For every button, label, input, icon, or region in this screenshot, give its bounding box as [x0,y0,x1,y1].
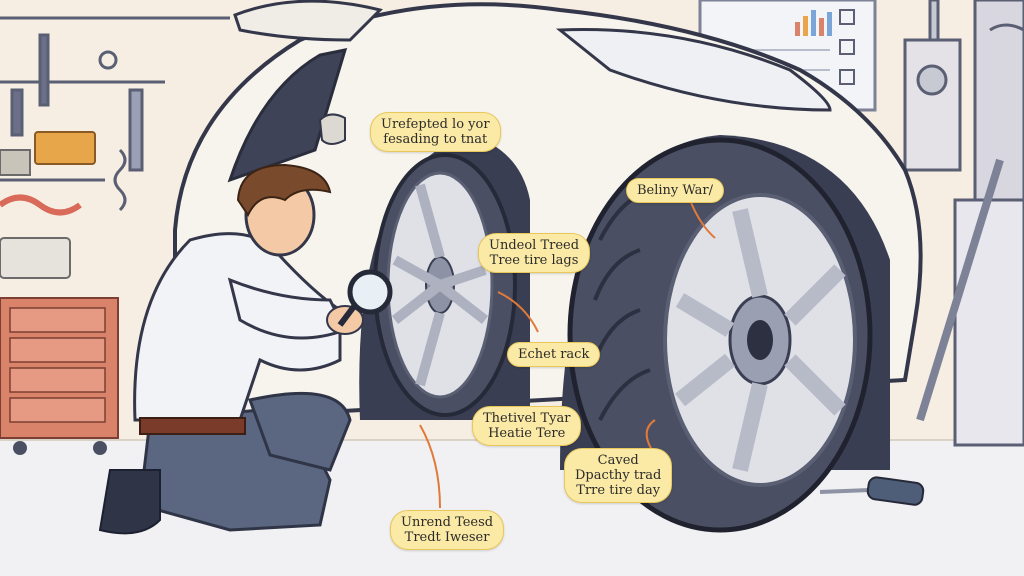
callout-7-line-1: Unrend Teesd [401,515,494,530]
callout-4: Echet rack [507,342,601,367]
callout-1: Urefepted lo yor fesading to tnat [370,112,501,152]
callout-7-line-2: Tredt Iweser [404,530,490,545]
car-window [227,48,348,183]
screwdriver-icon [819,476,925,506]
tool-cabinet [0,297,119,455]
callout-3: Undeol Treed Tree tire lags [478,233,591,273]
callout-6-line-3: Trre tire day [576,483,661,498]
red-tool [0,194,82,216]
callout-3-line-2: Tree tire lags [489,253,579,268]
magnifying-glass-icon [347,269,393,315]
callout-6-line-2: Dpacthy trad [575,468,662,483]
headlight [555,28,832,112]
callout-3-line-1: Undeol Treed [489,238,580,253]
rear-wheel [567,137,873,533]
callout-5: Thetivel Tyar Heatie Tere [472,406,582,446]
callout-1-line-1: Urefepted lo yor [381,117,490,132]
callout-7: Unrend Teesd Tredt Iweser [390,510,505,550]
front-wheel [373,153,517,417]
callout-arrows [419,199,716,509]
callout-5-line-1: Thetivel Tyar [483,411,571,426]
callout-4-line-1: Echet rack [518,347,590,362]
hair [236,163,332,218]
tire-tread [593,188,651,421]
callout-6: Caved Dpacthy trad Trre tire day [564,448,673,503]
boot [98,469,161,535]
callout-6-line-1: Caved [597,453,639,468]
tool-wall [0,16,230,212]
wall-machinery [903,0,1024,447]
door-handle [318,113,346,145]
callout-5-line-2: Heatie Tere [488,426,566,441]
mechanic [98,163,393,535]
callout-2: Beliny War/ [626,178,724,203]
side-mirror [233,0,383,42]
callout-1-line-2: fesading to tnat [383,132,488,147]
toolbox-orange [34,131,96,165]
callout-2-line-1: Beliny War/ [637,183,713,198]
belt [139,417,246,435]
